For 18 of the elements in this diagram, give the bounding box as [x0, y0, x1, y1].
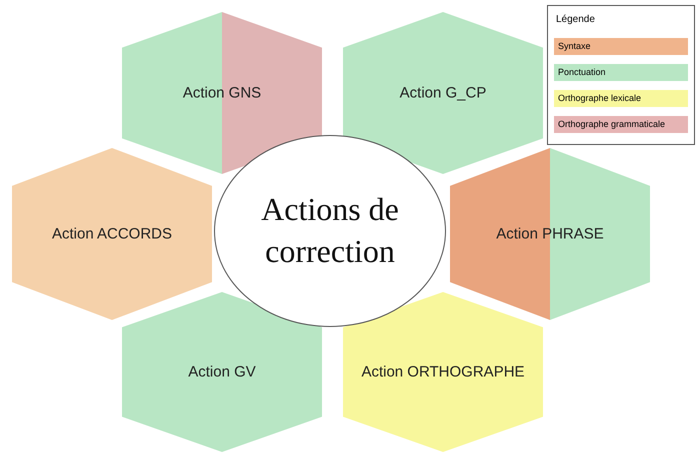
legend-text: Orthographe lexicale: [558, 93, 642, 103]
hexagon-tile: [343, 12, 543, 174]
legend-text: Orthographe grammaticale: [558, 119, 666, 129]
hexagon-tile: [343, 292, 543, 452]
legend-title: Légende: [556, 14, 595, 25]
node-label: Action GNS: [182, 84, 262, 102]
hexagon-tile: [122, 292, 322, 452]
hexagon-tile: [122, 12, 322, 174]
legend-text: Syntaxe: [558, 41, 591, 51]
hexagon-tile: [12, 148, 212, 320]
node-label: Actions de correction: [260, 190, 400, 271]
node-label: Action GV: [187, 364, 257, 380]
node-label: Action PHRASE: [495, 226, 605, 242]
node-label: Action ORTHOGRAPHE: [360, 364, 526, 380]
node-label: Action G_CP: [398, 84, 488, 102]
node-label: Action ACCORDS: [50, 226, 174, 242]
hexagon-tile: [450, 148, 650, 320]
legend-text: Ponctuation: [558, 67, 606, 77]
